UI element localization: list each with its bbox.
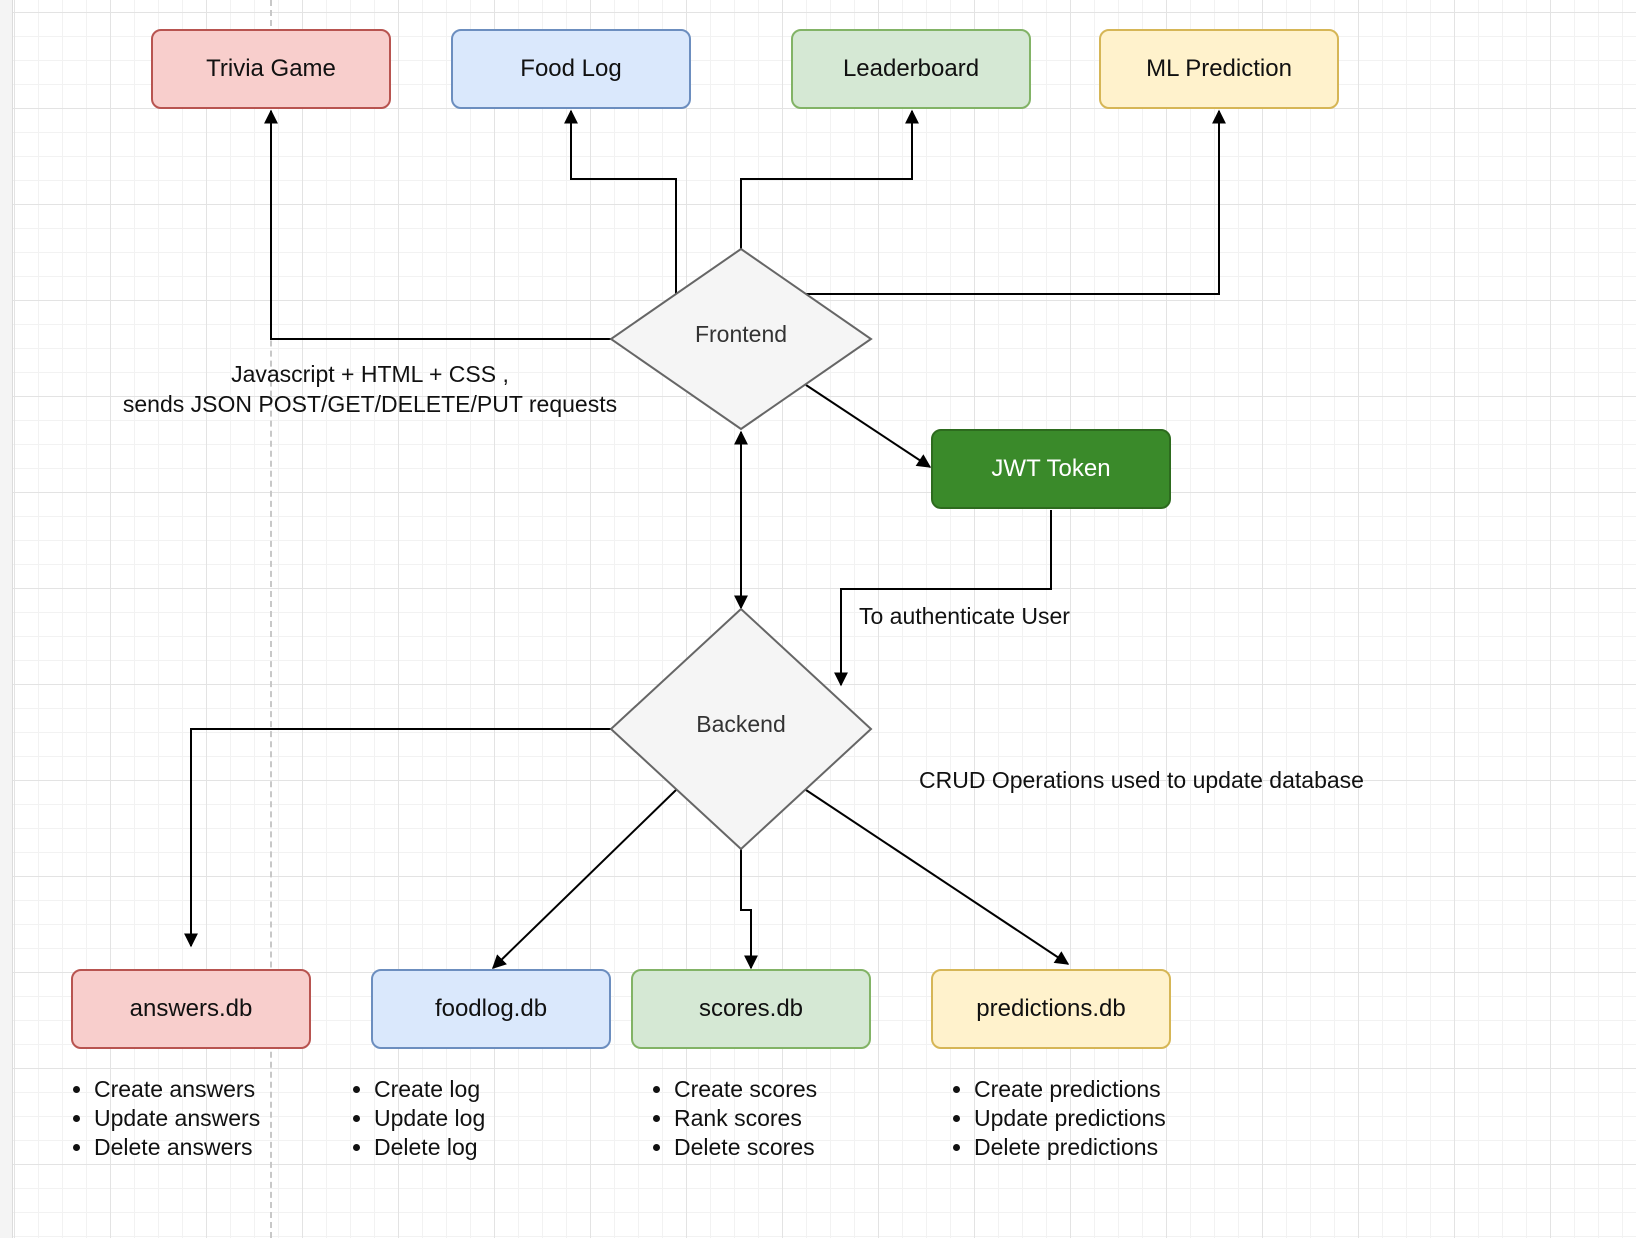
frontend-description-line2: sends JSON POST/GET/DELETE/PUT requests — [122, 391, 618, 417]
list-item: Create answers — [94, 1075, 260, 1104]
edge-backend-predictions — [805, 789, 1070, 965]
edge-frontend-jwt — [805, 384, 932, 468]
scores-ops-list: Create scores Rank scores Delete scores — [648, 1075, 817, 1162]
edge-frontend-trivia — [264, 109, 611, 340]
list-item: Delete answers — [94, 1133, 260, 1162]
edge-backend-foodlog — [491, 789, 677, 969]
edge-jwt-backend — [834, 510, 1052, 687]
predictions-db-node[interactable]: predictions.db — [931, 969, 1171, 1049]
backend-node[interactable]: Backend — [696, 711, 786, 737]
leaderboard-node[interactable]: Leaderboard — [791, 29, 1031, 109]
answers-ops-list: Create answers Update answers Delete ans… — [68, 1075, 260, 1162]
edge-backend-scores — [740, 848, 758, 970]
predictions-ops-list: Create predictions Update predictions De… — [948, 1075, 1166, 1162]
list-item: Delete scores — [674, 1133, 817, 1162]
list-item: Create predictions — [974, 1075, 1166, 1104]
edge-frontend-ml — [806, 109, 1226, 295]
edge-backend-answers — [184, 728, 611, 948]
answers-db-node[interactable]: answers.db — [71, 969, 311, 1049]
list-item: Delete predictions — [974, 1133, 1166, 1162]
list-item: Create scores — [674, 1075, 817, 1104]
auth-label: To authenticate User — [859, 603, 1070, 629]
list-item: Rank scores — [674, 1104, 817, 1133]
list-item: Delete log — [374, 1133, 485, 1162]
frontend-description-line1: Javascript + HTML + CSS , — [231, 361, 509, 387]
crud-label: CRUD Operations used to update database — [919, 767, 1364, 793]
list-item: Update log — [374, 1104, 485, 1133]
foodlog-db-node[interactable]: foodlog.db — [371, 969, 611, 1049]
frontend-node[interactable]: Frontend — [694, 321, 788, 347]
list-item: Create log — [374, 1075, 485, 1104]
backend-diamond-shape — [609, 607, 873, 851]
food-log-node[interactable]: Food Log — [451, 29, 691, 109]
list-item: Update answers — [94, 1104, 260, 1133]
jwt-token-node[interactable]: JWT Token — [931, 429, 1171, 509]
list-item: Update predictions — [974, 1104, 1166, 1133]
trivia-game-node[interactable]: Trivia Game — [151, 29, 391, 109]
foodlog-ops-list: Create log Update log Delete log — [348, 1075, 485, 1162]
scores-db-node[interactable]: scores.db — [631, 969, 871, 1049]
edge-frontend-foodlog — [564, 109, 677, 294]
frontend-description: Javascript + HTML + CSS , sends JSON POS… — [100, 359, 640, 419]
page-break-divider — [270, 0, 272, 1238]
ml-prediction-node[interactable]: ML Prediction — [1099, 29, 1339, 109]
edge-frontend-leaderboard — [740, 109, 919, 249]
frontend-diamond-shape — [609, 247, 873, 431]
canvas-left-edge — [0, 0, 13, 1238]
